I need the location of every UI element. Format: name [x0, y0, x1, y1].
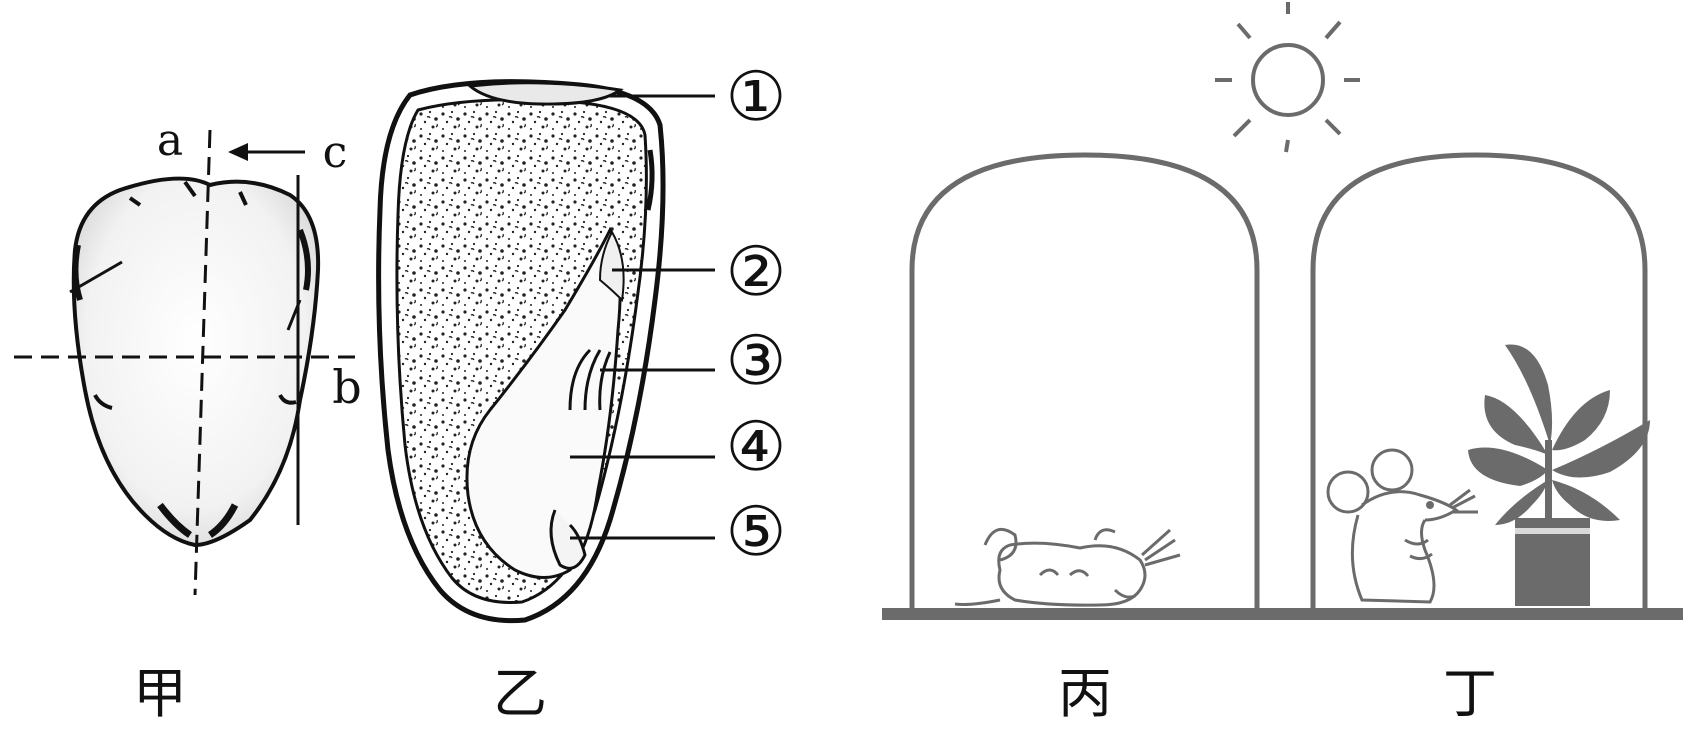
bell-jar-bing [912, 155, 1257, 608]
ground-line [882, 608, 1683, 620]
mouse-lying-icon [955, 529, 1180, 605]
bell-jar-ding [1313, 155, 1645, 608]
panel-jia: a c b 甲 [14, 115, 362, 725]
label-a: a [157, 115, 183, 166]
caption-bing: 丙 [1058, 662, 1112, 725]
label-b: b [332, 360, 361, 414]
label-c: c [323, 127, 348, 178]
corn-kernel-outline [74, 179, 318, 545]
part-label-1: ① [726, 58, 787, 137]
panel-yi: ① ② ③ ④ ⑤ 乙 [379, 58, 787, 725]
caption-jia: 甲 [133, 662, 187, 725]
part-label-5: ⑤ [726, 493, 787, 572]
potted-plant-icon [1468, 345, 1650, 607]
part-label-2: ② [726, 233, 787, 312]
panel-ding: 丁 [1313, 155, 1650, 725]
sun-icon [1215, 2, 1360, 152]
caption-ding: 丁 [1443, 662, 1497, 725]
panel-bing: 丙 [912, 155, 1257, 725]
part-label-3: ③ [726, 322, 787, 401]
arrow-icon [228, 143, 248, 161]
mouse-sitting-icon [1328, 450, 1478, 602]
caption-yi: 乙 [493, 662, 547, 725]
part-label-4: ④ [726, 408, 787, 487]
